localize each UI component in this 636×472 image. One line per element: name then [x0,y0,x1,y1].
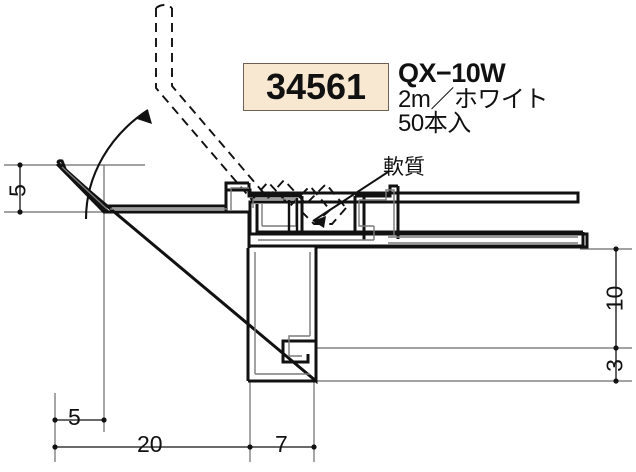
dimension-lines [4,164,632,462]
dimension-bottom-20: 20 [137,431,163,457]
product-length-color: 2m／ホワイト [398,85,548,113]
soft-material-label: 軟質 [383,156,425,179]
profile-inner-lines [61,166,578,375]
dimension-ticks [17,162,619,450]
dimension-bottom-7: 7 [275,431,288,457]
dimension-right-3: 3 [601,359,628,372]
leader-arrow-icon [312,171,389,228]
dimension-left-5: 5 [4,184,31,197]
dimension-right-10: 10 [601,285,628,312]
soft-material-insert [287,198,299,232]
rotation-arrow-icon [84,109,152,220]
part-number-value: 34561 [265,66,367,107]
dimension-bottom-5: 5 [68,404,81,430]
dashed-open-position-profile [155,4,347,226]
product-model: QX−10W [398,58,506,88]
product-quantity: 50本入 [398,110,471,137]
product-spec-block: QX−10W 2m／ホワイト 50本入 [398,58,628,137]
part-number-box: 34561 [243,63,389,111]
profile-segments [56,159,585,383]
